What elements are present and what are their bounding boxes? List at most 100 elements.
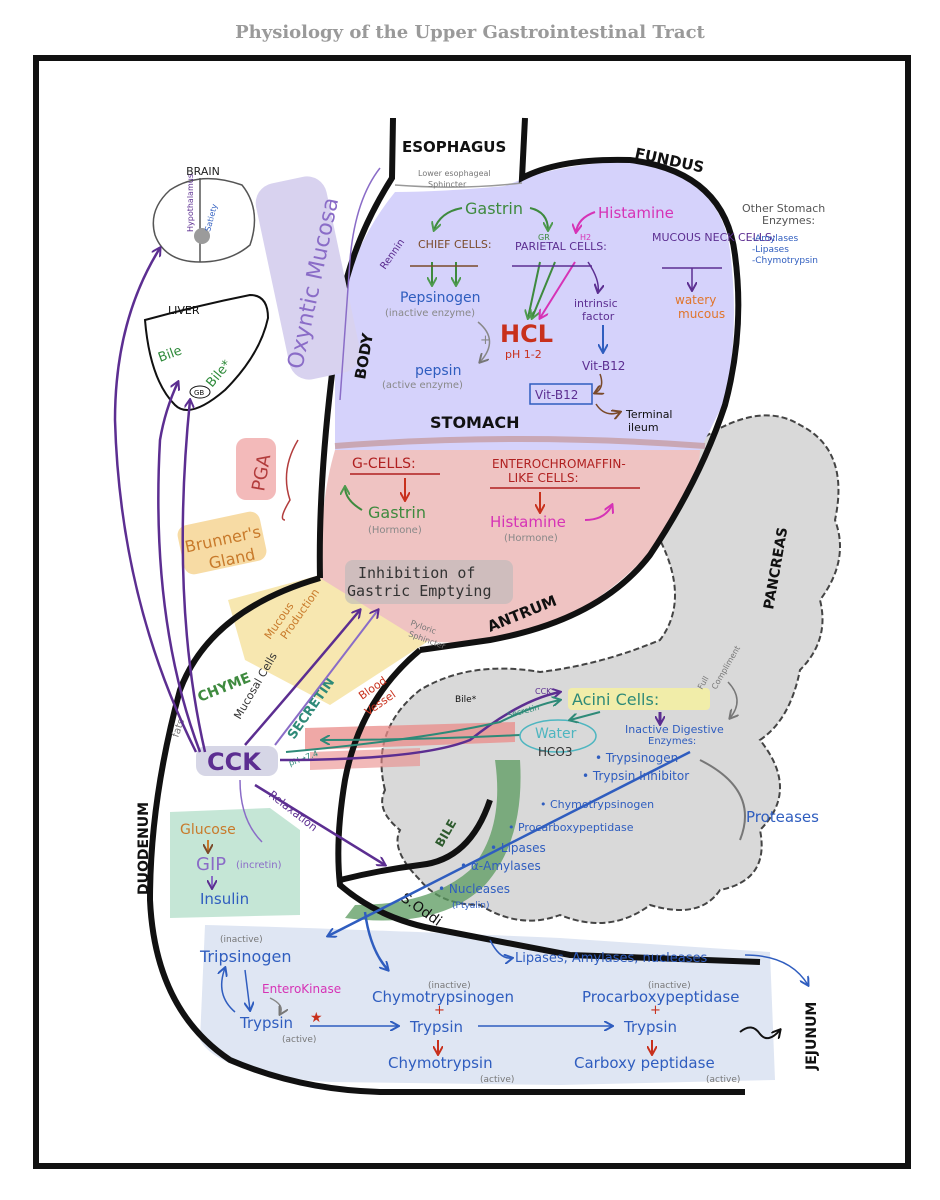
arrow-bile-duodenum [363, 911, 388, 970]
plus-sign: + [480, 333, 491, 348]
stomach-body-fill [335, 162, 734, 450]
duodenum-lumen-fill [200, 925, 775, 1085]
intrinsic-line1: intrinsic [574, 297, 618, 310]
trypsin-star: ★ [310, 1010, 323, 1026]
enzyme-chymotrypsinogen: • Chymotrypsinogen [540, 798, 654, 811]
trypsin-mid-label: Trypsin [409, 1018, 463, 1036]
arrow-full-compliment [727, 681, 737, 718]
terminal-line2: ileum [628, 421, 659, 434]
arrow-parietal-intrinsic [587, 261, 598, 292]
plus-2: + [650, 1003, 661, 1018]
gr-label: GR [538, 233, 550, 242]
arrow-lipases-jejunum [744, 954, 808, 985]
inactive-1: (inactive) [220, 935, 263, 945]
cck-small-label: CCK [535, 687, 552, 696]
arrow-cck-brain [113, 248, 198, 753]
brain-title: BRAIN [186, 165, 220, 178]
arrow-relaxation-oddi [254, 783, 385, 865]
other-enzyme-3: -Chymotrypsin [752, 256, 818, 266]
gcells-label: G-CELLS: [352, 456, 416, 472]
brain: BRAIN Hypothalamus Satiety [152, 165, 256, 263]
glucose-label: Glucose [180, 822, 236, 838]
enzyme-nucleases: • Nucleases [438, 882, 510, 896]
arrow-secretin-inhibition [274, 610, 378, 746]
carboxy-label: Carboxy peptidase [574, 1054, 715, 1072]
arrow-parietal-hcl-2 [532, 261, 556, 318]
inactive-2: (inactive) [428, 981, 471, 991]
enzyme-ptyalin: (Ptyalin) [452, 901, 490, 911]
water-label: Water [535, 726, 577, 742]
jejunum-label: JEJUNUM [804, 1002, 820, 1071]
other-enzyme-1: -Amylases [752, 234, 799, 244]
arrow-cck-liver [157, 382, 202, 753]
inactive-enzyme-label: (inactive enzyme) [385, 308, 475, 319]
arrow-pepsinogen-pepsin [477, 321, 491, 362]
duodenum-label: DUODENUM [136, 802, 152, 895]
other-enzymes-title2: Enzymes: [762, 214, 815, 227]
arrow-vitb12-box [595, 373, 602, 393]
oddi-duct [339, 799, 493, 883]
arrow-enzymes-duodenum [328, 750, 691, 936]
page-title: Physiology of the Upper Gastrointestinal… [235, 22, 705, 43]
ecl-line1: ENTEROCHROMAFFIN- [492, 457, 626, 471]
watery-line2: mucous [678, 307, 725, 321]
bile-duct-band [345, 760, 521, 921]
mucous-neck-label: MUCOUS NECK CELLS: [652, 231, 776, 244]
arrow-histamine-parietal [576, 211, 596, 232]
pancreas-shape [380, 414, 841, 924]
parietal-cells-label: PARIETAL CELLS: [515, 240, 607, 253]
lipases-line-label: Lipases, Amylases, nucleases [515, 951, 707, 966]
hcl-label: HCL [500, 320, 553, 348]
acini-label: Acini Cells: [572, 690, 659, 709]
histamine-top: Histamine [598, 204, 674, 222]
arrow-trypsin-autocatalysis [222, 968, 236, 1013]
arrow-gastrin-chief [434, 207, 463, 230]
ecl-line2: LIKE CELLS: [508, 471, 578, 485]
hco3-label: HCO3 [538, 745, 572, 759]
proteases-bracket [699, 759, 746, 841]
intrinsic-line2: factor [582, 310, 615, 323]
stomach-greater-curve [419, 117, 742, 653]
inhibition-line2: Gastric Emptying [347, 582, 492, 600]
arrow-gastrin-parietal [529, 207, 548, 230]
ph-label: pH 1-2 [505, 348, 542, 361]
arrow-cck-gb [181, 400, 207, 753]
inactive-title1: Inactive Digestive [625, 723, 724, 736]
active-enzyme-label: (active enzyme) [382, 380, 463, 391]
pepsinogen-label: Pepsinogen [400, 290, 480, 306]
bile-star-label: Bile* [455, 695, 477, 705]
liver: LIVER Bile Bile* GB [143, 293, 270, 411]
brunners-box [177, 511, 267, 575]
other-enzymes-title1: Other Stomach [742, 202, 825, 215]
duodenum-outer [146, 575, 745, 1095]
hormone-2: (Hormone) [504, 533, 558, 544]
chymotrypsinogen-label: Chymotrypsinogen [372, 988, 514, 1006]
chief-cells-label: CHIEF CELLS: [418, 238, 492, 251]
arrow-water-duodenum [322, 734, 521, 740]
enzyme-amylases: • α-Amylases [460, 859, 541, 873]
procarboxy-label: Procarboxypeptidase [582, 988, 739, 1006]
active-2: (active) [480, 1075, 514, 1085]
hypothalamus-label: Hypothalamus [186, 174, 195, 232]
h2-label: H2 [580, 233, 591, 242]
other-enzyme-2: -Lipases [752, 245, 789, 255]
oxyntic-bracket [339, 167, 381, 401]
outer-frame [33, 55, 911, 1169]
chymotrypsin-label: Chymotrypsin [388, 1054, 493, 1072]
enzyme-lipases: • Lipases [490, 841, 546, 855]
active-1: (active) [282, 1035, 316, 1045]
plus-1: + [434, 1003, 445, 1018]
watery-line1: watery [675, 293, 716, 307]
arrow-tripsinogen-trypsin [245, 969, 250, 1010]
arrow-cck-inhibition [244, 610, 360, 746]
stomach-label: STOMACH [430, 413, 519, 432]
histamine-antrum: Histamine [490, 513, 566, 531]
liver-title: LIVER [168, 304, 200, 317]
arrow-glucose-gip-link [239, 779, 263, 843]
pepsin-label: pepsin [415, 363, 461, 379]
les-line1: Lower esophageal [418, 169, 491, 178]
acini-box [568, 688, 710, 710]
trypsin-right-label: Trypsin [623, 1018, 677, 1036]
tripsinogen-label: Tripsinogen [199, 947, 291, 966]
